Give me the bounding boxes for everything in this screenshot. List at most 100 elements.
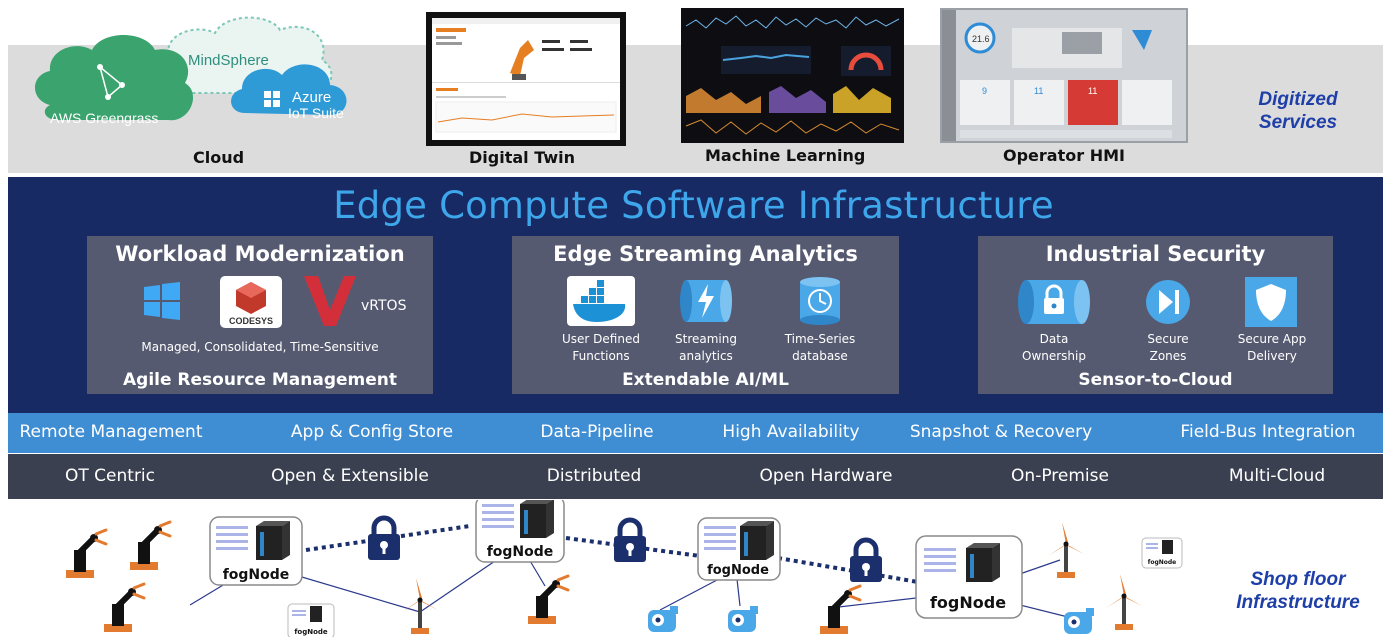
ml-dashboard [685, 15, 900, 135]
shop-floor-line-1: Shop floor [1250, 569, 1346, 590]
vrtos-icon [304, 276, 356, 326]
principle-open-extensible: Open & Extensible [271, 466, 429, 486]
industrial-security-panel: Industrial Security Data Ownership Secur… [978, 236, 1333, 394]
robot-arm-icon [104, 584, 144, 632]
shop-floor-diagram: fogNode fogNode fogNode fogNode fogNode … [0, 500, 1183, 637]
secure-zones-line-2: Zones [1149, 349, 1187, 363]
feature-bar: Remote Management App & Config Store Dat… [8, 413, 1383, 453]
hmi-value-1: 9 [982, 86, 987, 96]
feature-remote-management: Remote Management [19, 422, 203, 442]
windows-icon [144, 282, 180, 320]
hmi-value-3: 11 [1088, 86, 1097, 96]
security-title: Industrial Security [1045, 242, 1266, 266]
streaming-title: Edge Streaming Analytics [553, 242, 858, 266]
workload-subtitle: Managed, Consolidated, Time-Sensitive [141, 340, 379, 354]
tsdb-caption: Time-Series database [780, 331, 860, 365]
feature-high-availability: High Availability [722, 422, 860, 442]
workload-footer: Agile Resource Management [123, 370, 397, 390]
fognode-thumbnail: fogNode [287, 603, 335, 637]
lock-icon [614, 520, 646, 562]
lock-icon [850, 540, 882, 582]
fognode-3: fogNode [697, 517, 781, 581]
codesys-text: CODESYS [229, 316, 273, 326]
vrtos-label: vRTOS [361, 298, 407, 314]
fognode-3-label: fogNode [707, 563, 769, 578]
fognode-1: fogNode [209, 516, 303, 586]
robot-arm-icon [66, 530, 106, 578]
digitized-line-1: Digitized [1258, 89, 1338, 110]
principle-open-hardware: Open Hardware [759, 466, 893, 486]
principle-ot-centric: OT Centric [65, 466, 155, 486]
shop-floor-title: Shop floor Infrastructure [1228, 568, 1368, 614]
cloud-illustration: AWS Greengrass MindSphere Azure IoT Suit… [35, 16, 347, 126]
iot-suite-text: IoT Suite [288, 105, 344, 121]
tsdb-line-1: Time-Series [784, 332, 856, 346]
digitized-services-title: Digitized Services [1228, 88, 1368, 134]
pump-icon [728, 606, 758, 632]
udf-line-1: User Defined [562, 332, 640, 346]
hmi-dashboard: 21.6 9 11 11 [942, 10, 1172, 141]
principle-multi-cloud: Multi-Cloud [1228, 466, 1326, 486]
digital-twin-label: Digital Twin [469, 148, 576, 167]
feature-snapshot-recovery: Snapshot & Recovery [909, 422, 1093, 442]
hmi-readout: 21.6 [972, 34, 990, 44]
data-ownership-caption: Data Ownership [1014, 331, 1094, 365]
cloud-label: Cloud [193, 148, 245, 167]
robot-arm-icon [130, 522, 170, 570]
machine-learning-screenshot [681, 8, 904, 143]
shop-floor-line-2: Infrastructure [1236, 592, 1360, 613]
secure-app-delivery-icon [1245, 277, 1297, 327]
secure-zones-caption: Secure Zones [1138, 331, 1198, 365]
aws-greengrass-cloud [35, 35, 194, 121]
streaming-line-1: Streaming [675, 332, 737, 346]
mindsphere-text: MindSphere [188, 52, 269, 69]
workload-title: Workload Modernization [115, 242, 405, 266]
secure-zones-line-1: Secure [1147, 332, 1189, 346]
robot-arm-icon [528, 576, 568, 624]
streaming-footer: Extendable AI/ML [622, 370, 789, 390]
principle-distributed: Distributed [546, 466, 642, 486]
udf-line-2: Functions [572, 349, 630, 363]
feature-data-pipeline: Data-Pipeline [540, 422, 654, 442]
data-ownership-line-2: Ownership [1022, 349, 1086, 363]
principle-on-premise: On-Premise [1011, 466, 1109, 486]
pump-icon [648, 606, 678, 632]
robot-arm-icon [820, 586, 860, 634]
fognode-2-label: fogNode [487, 544, 554, 560]
digital-twin-dashboard [432, 18, 620, 133]
edge-streaming-analytics-panel: Edge Streaming Analytics User Defined Fu… [512, 236, 899, 394]
operator-hmi-screenshot: 21.6 9 11 11 [940, 8, 1188, 143]
fognode-4: fogNode [915, 535, 1023, 619]
lock-icon [368, 518, 400, 560]
time-series-database-icon [800, 277, 840, 325]
pump-icon [1064, 608, 1094, 634]
fognode-thumb-label-1: fogNode [294, 628, 328, 636]
secure-app-caption: Secure App Delivery [1230, 331, 1314, 365]
aws-greengrass-text: AWS Greengrass [50, 110, 158, 126]
data-ownership-line-1: Data [1039, 332, 1069, 346]
udf-caption: User Defined Functions [556, 331, 646, 365]
fognode-2: fogNode [475, 500, 565, 563]
machine-learning-label: Machine Learning [705, 146, 866, 165]
streaming-analytics-icon [680, 280, 732, 322]
digital-twin-screenshot [426, 12, 626, 146]
tsdb-line-2: database [792, 349, 848, 363]
hmi-value-2: 11 [1034, 86, 1043, 96]
principles-bar: OT Centric Open & Extensible Distributed… [8, 454, 1383, 499]
secure-app-line-1: Secure App [1237, 332, 1307, 346]
fognode-4-label: fogNode [930, 593, 1006, 612]
security-footer: Sensor-to-Cloud [1078, 370, 1233, 390]
operator-hmi-label: Operator HMI [1003, 146, 1125, 165]
data-ownership-icon [1018, 280, 1090, 324]
fognode-thumb-label-2: fogNode [1148, 559, 1177, 566]
workload-modernization-panel: Workload Modernization CODESYS vRTOS Man… [87, 236, 433, 394]
codesys-icon: CODESYS [220, 276, 282, 328]
feature-app-config-store: App & Config Store [290, 422, 454, 442]
wind-turbine-icon [402, 578, 438, 634]
streaming-line-2: analytics [679, 349, 733, 363]
fognode-thumbnail: fogNode [1141, 537, 1183, 569]
feature-field-bus-integration: Field-Bus Integration [1180, 422, 1356, 442]
secure-app-line-2: Delivery [1247, 349, 1297, 363]
azure-cloud [231, 64, 347, 115]
secure-zones-icon [1146, 280, 1190, 324]
